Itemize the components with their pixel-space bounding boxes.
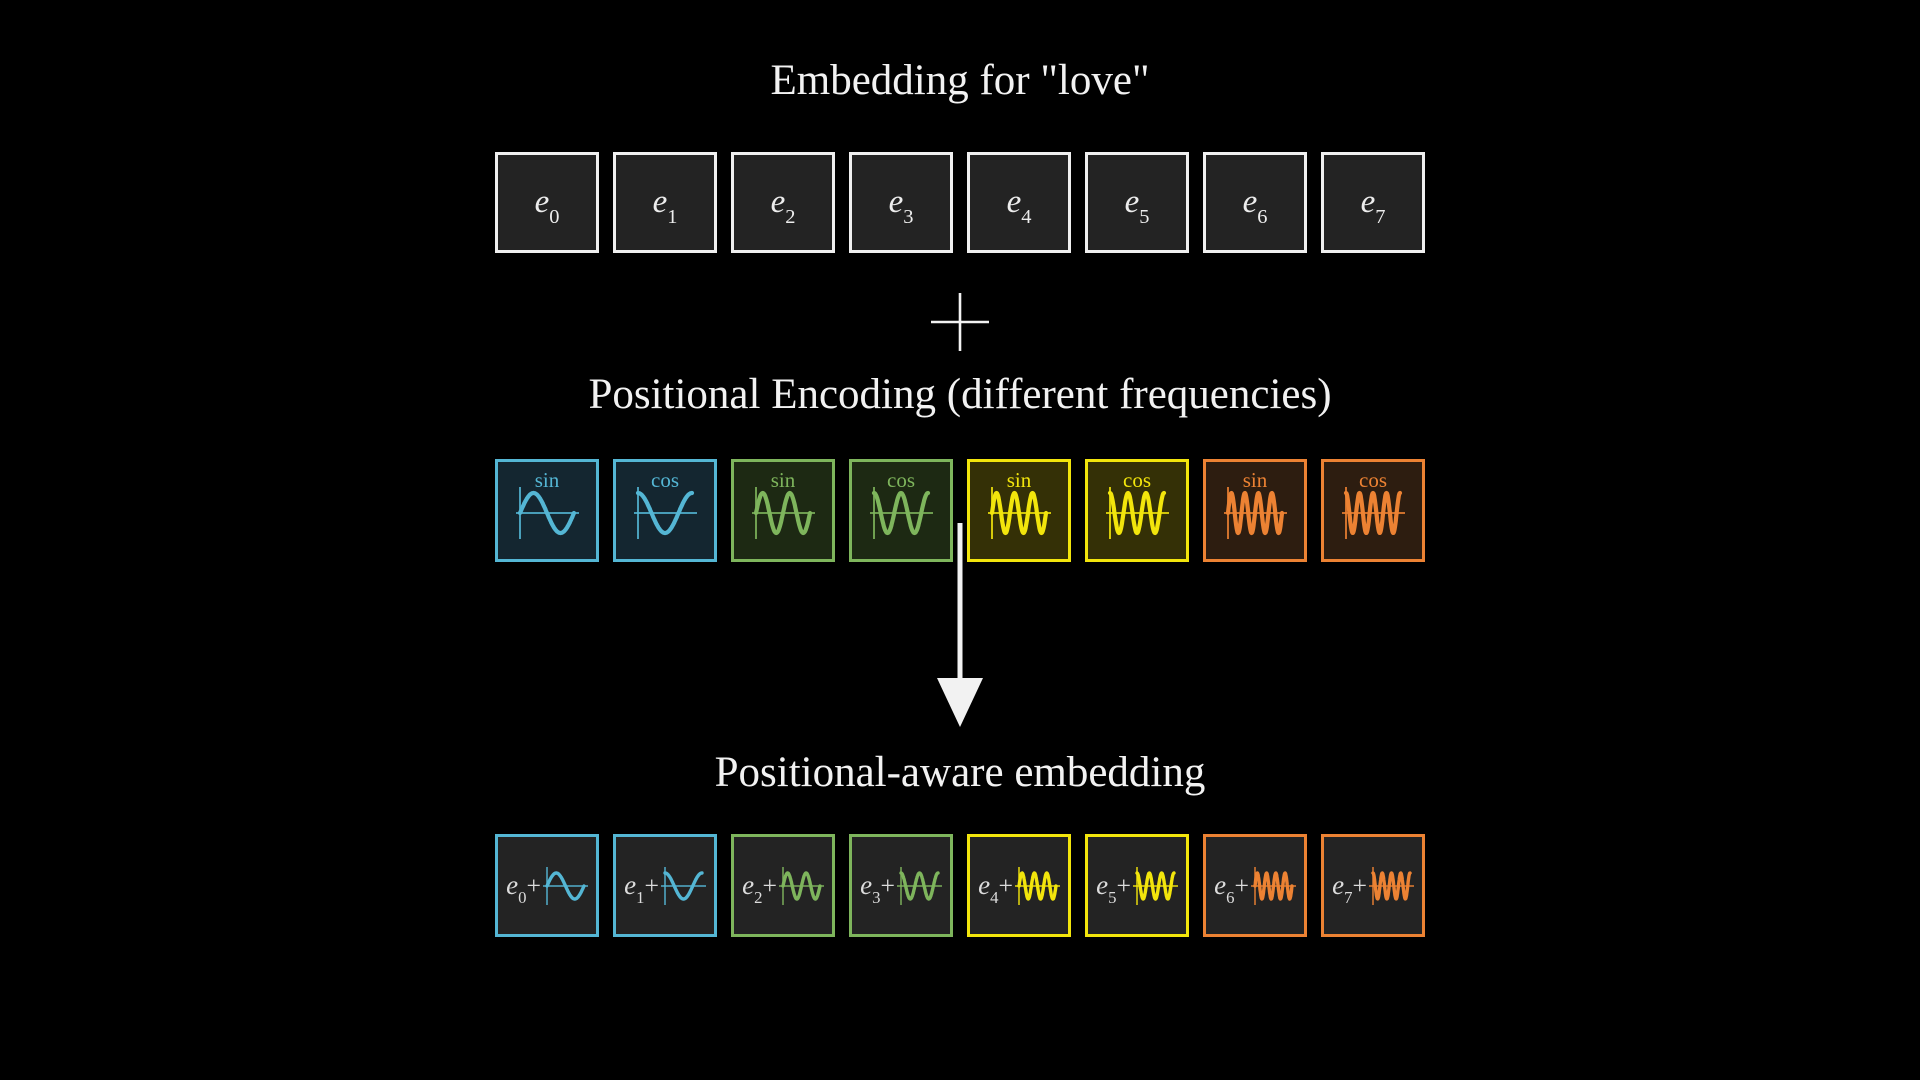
embedding-cell: e3 (849, 152, 953, 253)
sin-wave-icon (988, 487, 1051, 539)
sin-wave-icon (752, 487, 815, 539)
encoding-cell-sin-blue: sin (495, 459, 599, 562)
output-embedding-label: e3+ (860, 870, 895, 908)
positional-aware-row: e0+ e1+ e2+ e3+ e4+ e5+ e6+ e7+ (495, 834, 1425, 937)
sin-wave-icon (1250, 866, 1296, 905)
cos-wave-icon (896, 866, 942, 905)
cos-wave-icon (1106, 487, 1169, 539)
wave-function-label: cos (887, 468, 915, 492)
positional-aware-cell: e2+ (731, 834, 835, 937)
sin-wave-icon (542, 866, 588, 905)
cos-wave-icon (660, 866, 706, 905)
output-embedding-label: e0+ (506, 870, 541, 908)
output-embedding-label: e4+ (978, 870, 1013, 908)
down-arrow-icon (937, 523, 983, 727)
embedding-label: e0 (534, 184, 560, 229)
plus-operator: + (526, 871, 541, 900)
positional-aware-cell: e3+ (849, 834, 953, 937)
cos-wave-icon (1342, 487, 1405, 539)
embedding-cell: e5 (1085, 152, 1189, 253)
wave-function-label: cos (651, 468, 679, 492)
encoding-cell-sin-yellow: sin (967, 459, 1071, 562)
output-embedding-label: e6+ (1214, 870, 1249, 908)
positional-aware-cell: e1+ (613, 834, 717, 937)
sin-wave-icon (778, 866, 824, 905)
embedding-label: e5 (1124, 184, 1150, 229)
embedding-label: e4 (1006, 184, 1032, 229)
plus-operator: + (1352, 871, 1367, 900)
encoding-cell-sin-orange: sin (1203, 459, 1307, 562)
positional-encoding-row: sin cos sin cos sin cos sin cos (495, 459, 1425, 562)
plus-operator: + (880, 871, 895, 900)
encoding-cell-cos-orange: cos (1321, 459, 1425, 562)
encoding-cell-sin-green: sin (731, 459, 835, 562)
embedding-cell: e2 (731, 152, 835, 253)
positional-aware-cell: e7+ (1321, 834, 1425, 937)
embedding-cell: e0 (495, 152, 599, 253)
sin-wave-icon (1224, 487, 1287, 539)
cos-wave-icon (634, 487, 697, 539)
wave-function-label: sin (1242, 468, 1268, 492)
embedding-cell: e1 (613, 152, 717, 253)
plus-operator: + (762, 871, 777, 900)
positional-encoding-title: Positional Encoding (different frequenci… (588, 371, 1332, 418)
positional-aware-title: Positional-aware embedding (714, 749, 1206, 796)
encoding-cell-cos-blue: cos (613, 459, 717, 562)
embedding-label: e1 (652, 184, 678, 229)
positional-aware-cell: e0+ (495, 834, 599, 937)
output-embedding-label: e7+ (1332, 870, 1367, 908)
output-embedding-label: e5+ (1096, 870, 1131, 908)
sin-wave-icon (516, 487, 579, 539)
embedding-label: e7 (1360, 184, 1386, 229)
embedding-cell: e7 (1321, 152, 1425, 253)
positional-aware-cell: e6+ (1203, 834, 1307, 937)
output-embedding-label: e2+ (742, 870, 777, 908)
embedding-cell: e6 (1203, 152, 1307, 253)
plus-operator: + (1234, 871, 1249, 900)
cos-wave-icon (1368, 866, 1414, 905)
encoding-cell-cos-yellow: cos (1085, 459, 1189, 562)
sin-wave-icon (1014, 866, 1060, 905)
wave-function-label: sin (534, 468, 560, 492)
wave-function-label: sin (1006, 468, 1032, 492)
plus-icon (931, 293, 989, 351)
plus-operator: + (1116, 871, 1131, 900)
embedding-title: Embedding for "love" (770, 57, 1150, 104)
embedding-label: e2 (770, 184, 796, 229)
positional-aware-cell: e4+ (967, 834, 1071, 937)
embedding-label: e6 (1242, 184, 1268, 229)
output-embedding-label: e1+ (624, 870, 659, 908)
plus-operator: + (998, 871, 1013, 900)
encoding-cell-cos-green: cos (849, 459, 953, 562)
wave-function-label: cos (1123, 468, 1151, 492)
positional-aware-cell: e5+ (1085, 834, 1189, 937)
cos-wave-icon (1132, 866, 1178, 905)
cos-wave-icon (870, 487, 933, 539)
embedding-cell: e4 (967, 152, 1071, 253)
embedding-label: e3 (888, 184, 914, 229)
wave-function-label: sin (770, 468, 796, 492)
wave-function-label: cos (1359, 468, 1387, 492)
plus-operator: + (644, 871, 659, 900)
embedding-row: e0 e1 e2 e3 e4 e5 e6 e7 (495, 152, 1425, 253)
